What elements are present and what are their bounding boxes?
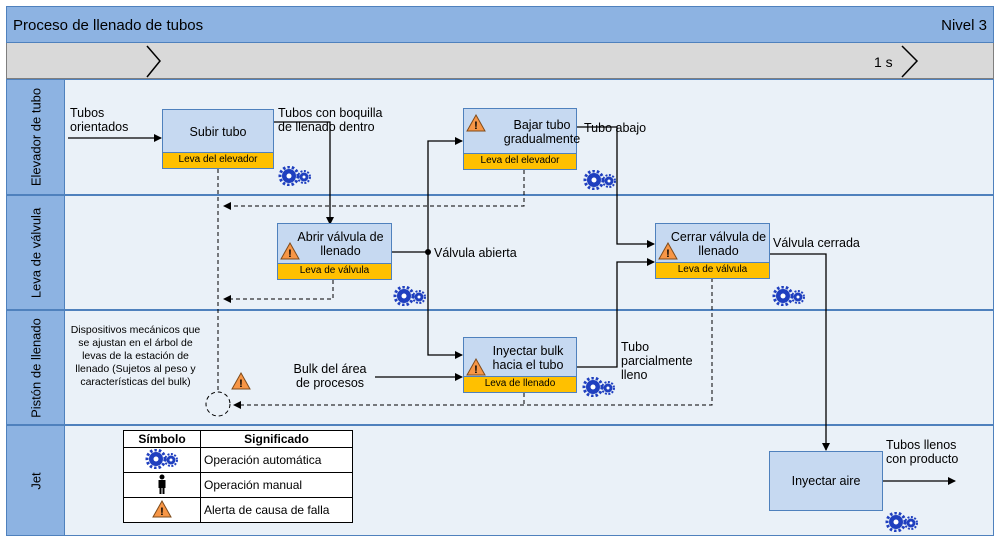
lane-label-elevador: Elevador de tubo [6, 79, 65, 195]
legend-meaning: Alerta de causa de falla [200, 497, 353, 523]
dashed-arrow [223, 280, 334, 303]
legend-row: ! Alerta de causa de falla [123, 497, 353, 523]
dashed-arrow [223, 170, 525, 210]
label-valvula-cerrada: Válvula cerrada [773, 236, 860, 250]
lane-label-jet: Jet [6, 425, 65, 536]
gears-icon [772, 286, 805, 306]
person-icon [158, 474, 166, 494]
legend-table: Símbolo Significado Operación automática… [123, 430, 353, 523]
legend-header-meaning: Significado [200, 430, 353, 448]
flow-arrow [427, 137, 463, 252]
adjust-circle [205, 391, 231, 417]
svg-text:!: ! [474, 364, 478, 376]
process-inyectar-aire: Inyectar aire [769, 451, 883, 511]
gears-icon [885, 512, 918, 532]
flow-arrow [427, 252, 463, 359]
process-subir-tubo: Subir tubo Leva del elevador [162, 109, 274, 169]
label-valvula-abierta: Válvula abierta [434, 246, 517, 260]
timeline-bar: 1 s [6, 43, 994, 79]
warning-icon: ! [152, 499, 172, 518]
timeline-chevron [146, 45, 161, 78]
timeline-chevron [901, 45, 919, 78]
warning-icon: ! [466, 358, 486, 376]
flow-arrow [770, 253, 830, 451]
flow-arrow [577, 126, 655, 248]
process-bajar-tubo: Bajar tubo gradualmente Leva del elevado… [463, 108, 580, 170]
time-label: 1 s [874, 54, 893, 70]
label-bulk-area: Bulk del área de procesos [293, 362, 367, 390]
label-tubos-llenos: Tubos llenos con producto [886, 438, 959, 466]
diagram-title: Proceso de llenado de tubos [13, 17, 204, 34]
svg-text:!: ! [666, 248, 670, 260]
title-bar: Proceso de llenado de tubos Nivel 3 [6, 6, 994, 43]
svg-text:!: ! [288, 248, 292, 260]
process-inyectar-bulk: Inyectar bulk hacia el tubo Leva de llen… [463, 337, 577, 393]
dashed-arrow [233, 278, 713, 409]
svg-text:!: ! [239, 378, 243, 390]
svg-text:!: ! [474, 120, 478, 132]
warning-icon: ! [466, 114, 486, 132]
lane-label-piston: Pistón de llenado [6, 310, 65, 425]
warning-icon: ! [280, 242, 300, 260]
label-tubos-boquilla: Tubos con boquilla de llenado dentro [278, 106, 383, 134]
label-tubo-abajo: Tubo abajo [584, 121, 647, 135]
legend-meaning: Operación automática [200, 447, 353, 473]
legend-row: Operación automática [123, 447, 353, 473]
gears-icon [145, 448, 178, 469]
legend-row: Operación manual [123, 472, 353, 498]
svg-text:!: ! [160, 506, 164, 518]
label-dispositivos: Dispositivos mecánicos que se ajustan en… [70, 324, 201, 388]
gears-icon [278, 166, 311, 186]
process-cerrar-valvula: Cerrar válvula de llenado Leva de válvul… [655, 223, 770, 279]
lane-label-valvula: Leva de válvula [6, 195, 65, 310]
gears-icon [583, 170, 616, 190]
warning-icon: ! [231, 372, 251, 390]
label-tubo-parcial: Tubo parcialmente lleno [621, 340, 693, 382]
gears-icon [393, 286, 426, 306]
legend-header-symbol: Símbolo [123, 430, 201, 448]
process-abrir-valvula: Abrir válvula de llenado Leva de válvula [277, 223, 392, 280]
gears-icon [582, 377, 615, 397]
junction-dot [425, 249, 431, 255]
label-tubos-orientados: Tubos orientados [70, 106, 129, 134]
lane-valvula [65, 195, 994, 310]
level-label: Nivel 3 [941, 17, 987, 34]
warning-icon: ! [658, 242, 678, 260]
flow-arrow [274, 121, 334, 225]
flow-arrow [577, 258, 655, 368]
legend-meaning: Operación manual [200, 472, 353, 498]
